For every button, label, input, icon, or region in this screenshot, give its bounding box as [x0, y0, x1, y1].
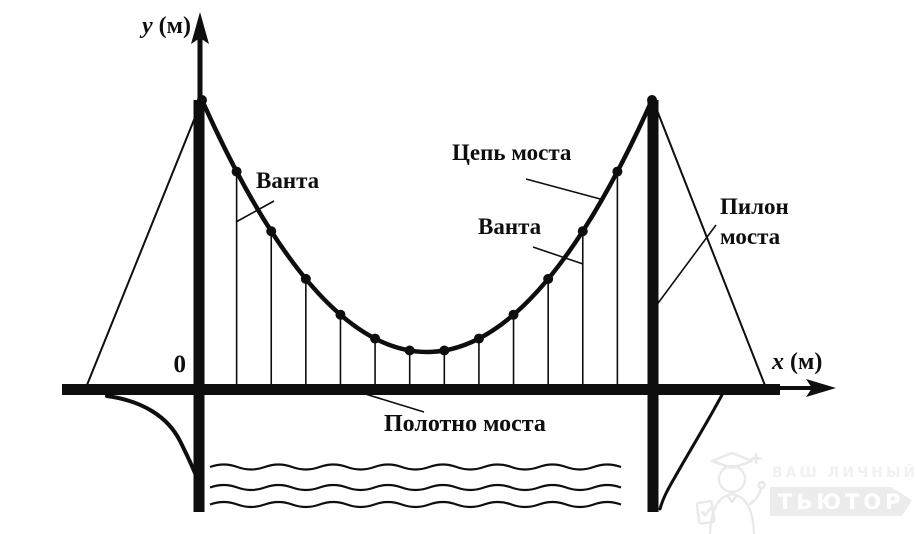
callout-pylon-line2: моста: [720, 224, 781, 250]
chain-attachment-dot: [335, 309, 346, 320]
y-axis-unit: (м): [152, 13, 191, 39]
leader-line: [525, 178, 605, 201]
chain-attachment-dot: [197, 95, 207, 105]
origin-label: 0: [173, 351, 187, 378]
leader-line: [649, 224, 717, 315]
bridge-pylons: [193, 100, 659, 512]
backstay-cable: [86, 99, 203, 386]
leader-line: [361, 392, 425, 413]
chain-curve: [199, 97, 655, 355]
mascot-head: [717, 464, 747, 494]
x-axis: [770, 379, 836, 397]
backstay-cables: [86, 99, 767, 389]
callout-deck: Полотно моста: [384, 411, 546, 437]
chain-attachment-dot: [439, 345, 450, 356]
y-axis: [191, 12, 209, 108]
watermark-mascot: [695, 451, 766, 534]
label-leader-lines: [235, 178, 717, 413]
mascot-body: [708, 492, 756, 534]
chain-attachment-dot: [231, 166, 242, 177]
water-waves: [209, 463, 622, 509]
right-riverbank: [658, 391, 725, 511]
y-axis-arrowhead: [191, 12, 209, 44]
chain-attachment-dot: [508, 309, 519, 320]
chain-cable: [199, 97, 655, 355]
water-wave-line: [209, 483, 622, 492]
left-riverbank: [105, 394, 199, 480]
sparkle-icon: [750, 452, 762, 465]
checkmark-icon: [700, 506, 713, 517]
y-axis-variable: y: [142, 13, 153, 39]
watermark-text-line1: ВАШ ЛИЧНЫЙ: [772, 465, 916, 481]
chain-points: [197, 95, 657, 356]
mascot-collar: [725, 493, 739, 504]
chain-attachment-dot: [473, 333, 484, 344]
chain-attachment-dot: [543, 273, 554, 284]
chain-attachment-dot: [300, 273, 311, 284]
water-wave-line: [209, 463, 622, 471]
backstay-cable: [652, 99, 767, 389]
callout-vanta-left: Ванта: [256, 168, 320, 193]
leader-line: [235, 200, 275, 223]
x-axis-variable: x: [772, 349, 784, 375]
watermark-text-line2: ТЬЮТОР: [778, 489, 905, 514]
x-axis-label: x (м): [772, 349, 822, 375]
x-axis-arrowhead: [806, 379, 836, 397]
water-wave-line: [209, 500, 622, 509]
chain-attachment-dot: [370, 333, 381, 344]
chain-attachment-dot: [404, 345, 415, 356]
chain-attachment-dot: [612, 166, 623, 177]
hanger-cables: [235, 171, 619, 391]
chain-attachment-dot: [647, 95, 657, 105]
leader-line: [532, 246, 584, 265]
riverbanks: [105, 391, 725, 511]
callout-pylon-line1: Пилон: [720, 194, 789, 219]
callout-pylon: Пилон моста: [720, 192, 789, 253]
mascot-hand: [757, 480, 766, 490]
callout-vanta-right: Ванта: [478, 214, 542, 239]
callout-chain: Цепь моста: [452, 140, 572, 165]
chain-attachment-dot: [577, 226, 588, 237]
mascot-arm: [748, 486, 763, 506]
x-axis-unit: (м): [784, 349, 823, 375]
y-axis-label: y (м): [105, 13, 191, 39]
watermark-banner: ТЬЮТОР: [770, 487, 912, 516]
chain-attachment-dot: [266, 226, 277, 237]
graduation-cap-icon: [710, 451, 754, 470]
mascot-clipboard: [695, 500, 716, 525]
